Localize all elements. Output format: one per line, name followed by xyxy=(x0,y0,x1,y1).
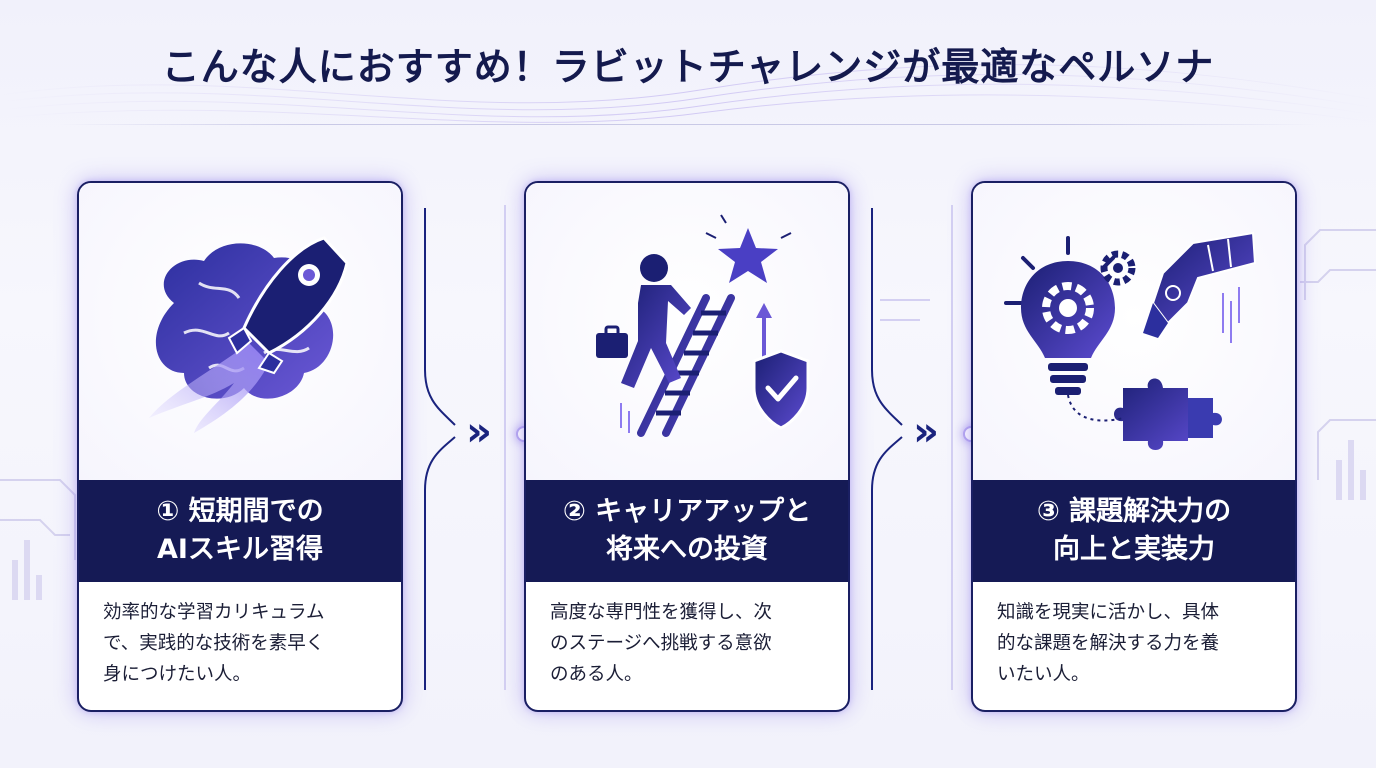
description-line: 的な課題を解決する力を養 xyxy=(997,633,1220,654)
chevron-right-icon: » xyxy=(466,409,492,455)
persona-card-3-heading: ③ 課題解決力の 向上と実装力 xyxy=(973,480,1295,582)
persona-card-2-description: 高度な専門性を獲得し、次 のステージへ挑戦する意欲 のある人。 xyxy=(550,597,830,690)
heading-line: 将来への投資 xyxy=(606,534,768,565)
description-line: 知識を現実に活かし、具体 xyxy=(997,602,1220,623)
persona-card-1-heading: ① 短期間での AIスキル習得 xyxy=(79,480,401,582)
persona-card-1: ① 短期間での AIスキル習得 効率的な学習カリキュラム で、実践的な技術を素早… xyxy=(77,181,403,712)
persona-card-2: ② キャリアアップと 将来への投資 高度な専門性を獲得し、次 のステージへ挑戦す… xyxy=(524,181,850,712)
heading-line: ③ 課題解決力の xyxy=(1036,496,1232,527)
brain-rocket-icon xyxy=(79,183,401,480)
description-line: 高度な専門性を獲得し、次 xyxy=(550,602,773,623)
heading-line: AIスキル習得 xyxy=(157,534,323,565)
description-line: で、実践的な技術を素早く xyxy=(103,633,325,654)
heading-line: ① 短期間での xyxy=(156,496,324,527)
persona-card-1-description: 効率的な学習カリキュラム で、実践的な技術を素早く 身につけたい人。 xyxy=(103,597,383,690)
heading-line: 向上と実装力 xyxy=(1053,534,1215,565)
description-line: いたい人。 xyxy=(997,664,1090,685)
description-line: のある人。 xyxy=(550,664,643,685)
page-title: こんな人におすすめ！ラビットチャレンジが最適なペルソナ xyxy=(161,45,1215,89)
description-line: 効率的な学習カリキュラム xyxy=(103,602,325,623)
persona-card-2-heading: ② キャリアアップと 将来への投資 xyxy=(526,480,848,582)
heading-line: ② キャリアアップと xyxy=(562,496,812,527)
persona-card-3-description: 知識を現実に活かし、具体 的な課題を解決する力を養 いたい人。 xyxy=(997,597,1277,690)
lightbulb-robot-puzzle-icon xyxy=(973,183,1295,480)
career-ladder-icon xyxy=(526,183,848,480)
description-line: のステージへ挑戦する意欲 xyxy=(550,633,772,654)
persona-card-3: ③ 課題解決力の 向上と実装力 知識を現実に活かし、具体 的な課題を解決する力を… xyxy=(971,181,1297,712)
title-divider xyxy=(60,124,1316,125)
chevron-right-icon: » xyxy=(913,409,939,455)
description-line: 身につけたい人。 xyxy=(103,664,252,685)
